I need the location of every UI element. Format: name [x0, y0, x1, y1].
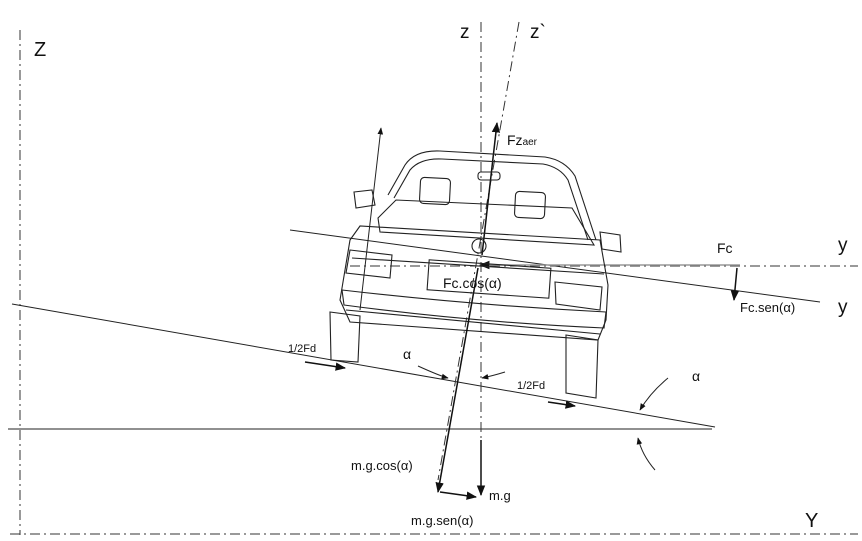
fc-label: Fc	[717, 240, 733, 256]
force-arrows	[304, 267, 740, 500]
alpha-right-label: α	[692, 368, 700, 384]
mirror-right	[599, 231, 622, 253]
fz-aer-label: Fzaer	[507, 132, 538, 148]
half-fd-left-label: 1/2Fd	[288, 343, 316, 355]
car-roof-outline	[387, 150, 597, 241]
fc-cos-label: Fc.cos(α)	[443, 275, 502, 291]
tail-light-right	[554, 281, 603, 311]
mg-label: m.g	[489, 488, 511, 503]
alpha-right-arc-top	[639, 377, 669, 411]
left-side-arrow	[359, 127, 384, 311]
headrest-right	[513, 190, 547, 220]
headrest-left	[418, 176, 452, 206]
bumper-lower	[345, 309, 601, 335]
tilted-z-prime-axis-line	[437, 21, 520, 481]
rear-window	[377, 199, 596, 246]
global-y-label: Y	[805, 510, 818, 532]
wheel-right	[565, 334, 599, 399]
vehicle-axes	[359, 21, 520, 481]
incline-lines	[11, 229, 858, 428]
license-plate	[426, 259, 552, 299]
bumper	[341, 289, 607, 329]
fz-aer-main: Fz	[507, 132, 523, 148]
mg-cos-label: m.g.cos(α)	[351, 458, 413, 473]
trunk-line	[351, 257, 605, 275]
fz-aer-arrow	[481, 121, 501, 256]
mg-sen-label: m.g.sen(α)	[411, 513, 473, 528]
alpha-center-label: α	[403, 346, 411, 362]
half-fd-left-arrow	[304, 361, 347, 371]
alpha-center-arc-right	[481, 371, 506, 380]
mg-cos-arrow	[435, 267, 479, 494]
fc-sen-label: Fc.sen(α)	[740, 300, 795, 315]
half-fd-right-label: 1/2Fd	[517, 380, 545, 392]
alpha-center-arc	[417, 365, 449, 380]
global-z-label: Z	[34, 39, 46, 61]
global-axes	[8, 30, 858, 535]
alpha-right-arc-bottom	[636, 437, 656, 471]
car-body	[339, 225, 609, 341]
inclined-y-label: y	[838, 297, 848, 318]
mirror-left	[353, 189, 376, 209]
mg-sen-arrow	[439, 491, 478, 500]
wheel-left	[329, 311, 361, 363]
car-roof-inner	[393, 158, 589, 241]
car-emblem	[471, 238, 487, 254]
half-fd-right-arrow	[547, 400, 577, 409]
inclined-road-line	[11, 303, 716, 428]
vehicle-y-label: y	[838, 235, 848, 256]
tail-light-left	[345, 249, 393, 279]
fz-aer-subscript: aer	[523, 137, 538, 148]
fc-sen-arrow	[730, 267, 740, 302]
vehicle-z-label: z	[460, 22, 470, 43]
brake-light	[477, 171, 501, 181]
car-rear-view	[329, 150, 622, 399]
z-prime-label: z`	[530, 22, 546, 43]
